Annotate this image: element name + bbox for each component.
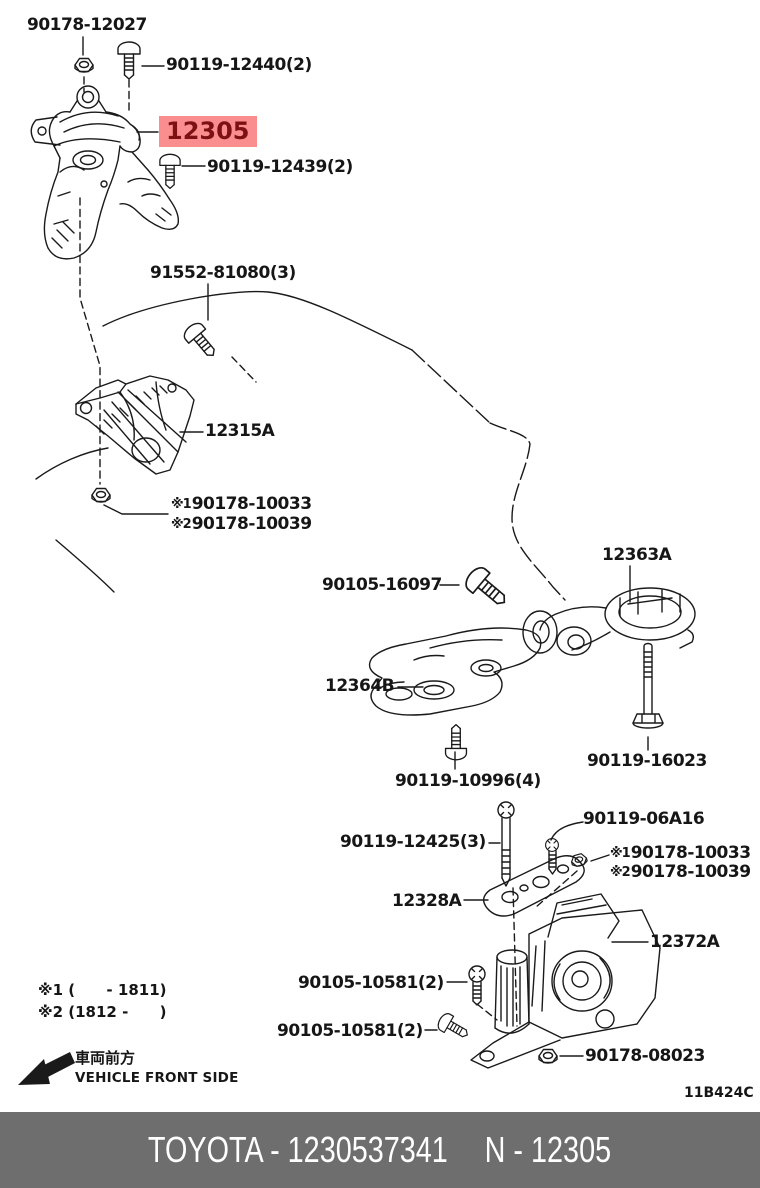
nut-90178-10033-upper-drawing xyxy=(91,487,111,503)
note-ref-2: ※2 xyxy=(171,517,192,532)
part-drawing-12315a xyxy=(75,375,195,475)
callout-90119-16023: 90119-16023 xyxy=(587,751,707,771)
part-drawing-12372a xyxy=(470,893,661,1069)
note-ref-1: ※1 xyxy=(171,497,192,512)
highlighted-part-12305: 12305 xyxy=(159,116,257,147)
callout-90119-12439: 90119-12439(2) xyxy=(207,157,353,177)
callout-12315a: 12315A xyxy=(205,421,275,441)
callout-90119-12440: 90119-12440(2) xyxy=(166,55,312,75)
bolt-90105-10581-upper-drawing xyxy=(468,965,486,1006)
callout-90119-06a16: 90119-06A16 xyxy=(583,809,705,829)
footer-catalog-number: TOYOTA - 1230537341 xyxy=(148,1129,449,1170)
figure-code: 11B424C xyxy=(684,1085,754,1101)
bolt-90119-12440-drawing xyxy=(117,41,141,80)
note-part-number: 90178-10039 xyxy=(191,514,312,534)
callout-90105-16097: 90105-16097 xyxy=(322,575,442,595)
callout-90105-10581-lower: 90105-10581(2) xyxy=(277,1021,423,1041)
vehicle-front-label-en: VEHICLE FRONT SIDE xyxy=(75,1070,239,1086)
nut-90178-08023-drawing xyxy=(538,1048,558,1064)
assembly-axis-lines xyxy=(79,76,578,1027)
legend-note-2: ※2 (1812 - ) xyxy=(38,1003,167,1021)
bolt-90119-06a16-drawing xyxy=(545,838,559,875)
part-drawing-12328a xyxy=(482,855,585,917)
callout-90178-10039-lower: ※290178-10039 xyxy=(610,864,751,881)
callout-90178-10033-lower: ※190178-10033 xyxy=(610,845,751,862)
callout-90105-10581-upper: 90105-10581(2) xyxy=(298,973,444,993)
legend-note-1: ※1 ( - 1811) xyxy=(38,981,167,999)
callout-12372a: 12372A xyxy=(650,932,720,952)
callout-91552-81080: 91552-81080(3) xyxy=(150,263,296,283)
parts-diagram: 90178-12027 90119-12440(2) 12305 90119-1… xyxy=(18,15,754,1101)
note-part-number: 90178-10033 xyxy=(630,843,751,863)
part-drawing-12363a xyxy=(522,587,696,656)
diagram-line-art xyxy=(18,36,696,1085)
footer-text: TOYOTA - 1230537341 N - 12305 xyxy=(148,1132,611,1168)
leader-lines xyxy=(82,36,649,1057)
callout-90178-10033-upper: ※190178-10033 xyxy=(171,496,312,513)
bolt-90119-10996-drawing xyxy=(444,723,468,761)
footer-bar: TOYOTA - 1230537341 N - 12305 xyxy=(0,1112,760,1188)
bolt-90119-12425-drawing xyxy=(497,801,515,887)
callout-90178-12027: 90178-12027 xyxy=(27,15,147,35)
callout-90178-08023: 90178-08023 xyxy=(585,1046,705,1066)
note-part-number: 90178-10039 xyxy=(630,862,751,882)
note-ref-1: ※1 xyxy=(610,846,631,861)
note-part-number: 90178-10033 xyxy=(191,494,312,514)
bolt-90105-10581-lower-drawing xyxy=(434,1010,473,1044)
callout-90178-10039-upper: ※290178-10039 xyxy=(171,516,312,533)
bolt-90119-12439-drawing xyxy=(159,153,181,190)
callout-90119-12425: 90119-12425(3) xyxy=(340,832,486,852)
callout-12328a: 12328A xyxy=(392,891,462,911)
callout-90119-10996: 90119-10996(4) xyxy=(395,771,541,791)
callout-12363a: 12363A xyxy=(602,545,672,565)
nut-90178-12027-drawing xyxy=(74,57,94,73)
engine-outline xyxy=(35,290,566,601)
note-ref-2: ※2 xyxy=(610,865,631,880)
footer-part-number: N - 12305 xyxy=(485,1129,612,1170)
bolt-90105-16097-drawing xyxy=(460,562,514,614)
callout-12364b: 12364B xyxy=(325,676,395,696)
vehicle-front-arrow xyxy=(18,1052,75,1085)
vehicle-front-label-jp: 車両前方 xyxy=(75,1049,136,1067)
bolt-91552-81080-drawing xyxy=(180,319,223,364)
bolt-90119-16023-drawing xyxy=(632,642,664,729)
part-drawing-12364b xyxy=(368,627,542,716)
part-drawing-12305 xyxy=(30,85,180,260)
